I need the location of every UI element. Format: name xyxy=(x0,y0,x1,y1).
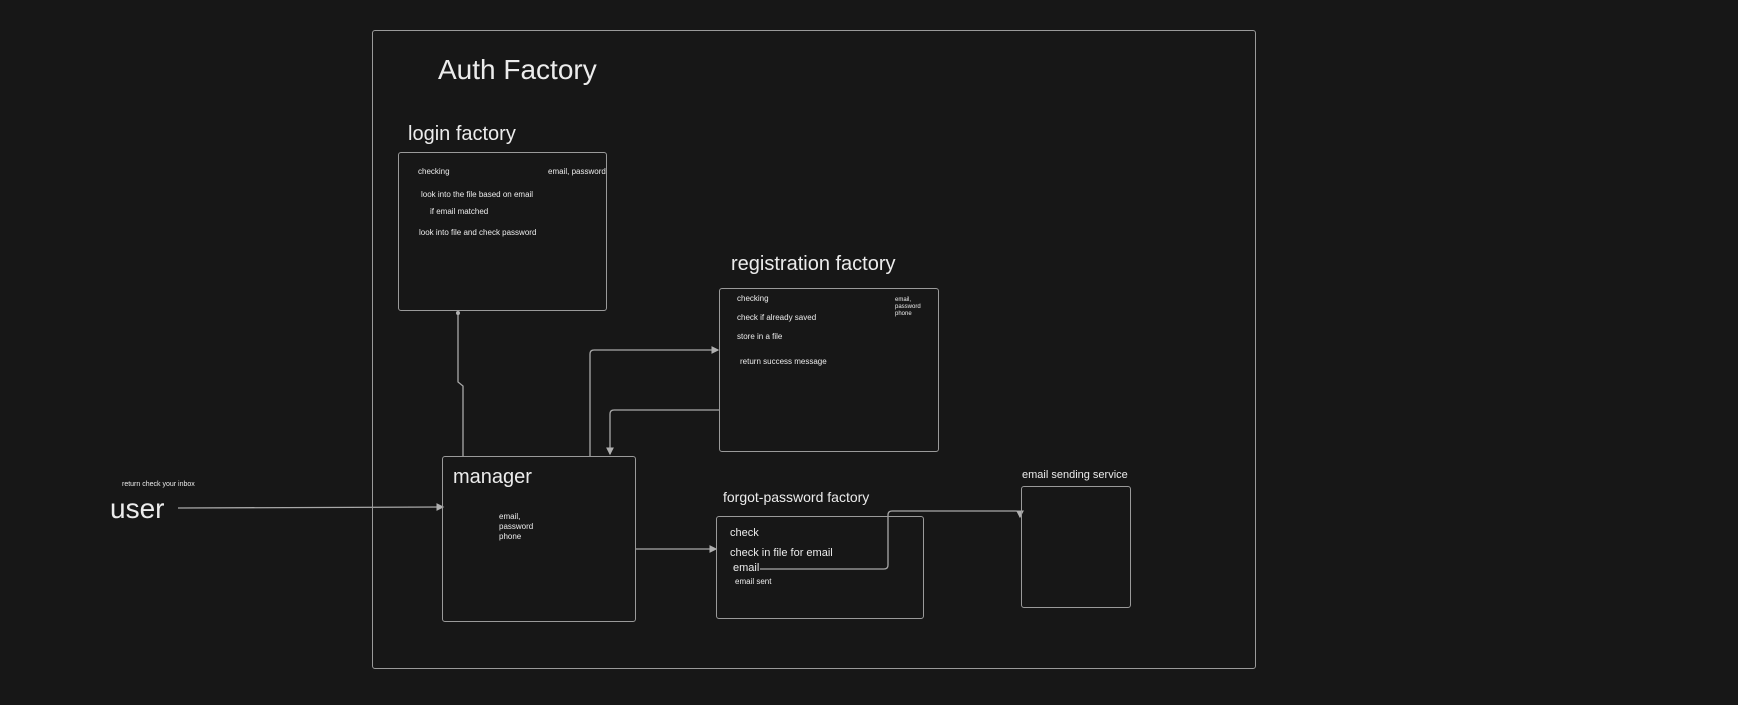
registration-checking-label: checking xyxy=(737,294,769,303)
login-step-check-password: look into file and check password xyxy=(419,228,537,237)
registration-inputs-label: email, password phone xyxy=(895,297,921,317)
registration-factory-box xyxy=(719,288,939,452)
user-to-manager-arrow xyxy=(177,503,445,511)
login-step-email-matched: if email matched xyxy=(430,207,489,216)
forgot-check-label: check xyxy=(730,527,759,539)
manager-to-registration-arrow xyxy=(589,346,720,456)
registration-step-return-success: return success message xyxy=(740,357,827,366)
login-checking-label: checking xyxy=(418,167,450,176)
login-connector-dot xyxy=(456,311,460,315)
registration-factory-title: registration factory xyxy=(731,253,896,275)
login-factory-box xyxy=(398,152,607,311)
email-service-box xyxy=(1021,486,1131,608)
manager-box xyxy=(442,456,636,622)
login-step-lookup-email: look into the file based on email xyxy=(421,190,534,199)
login-inputs-label: email, password xyxy=(548,167,606,176)
email-service-title: email sending service xyxy=(1022,469,1128,481)
login-factory-title: login factory xyxy=(408,123,516,145)
registration-to-manager-arrow xyxy=(606,409,720,456)
forgot-to-email-service-arrow xyxy=(760,510,1024,570)
registration-step-store-file: store in a file xyxy=(737,332,783,341)
forgot-email-label: email xyxy=(733,562,760,574)
forgot-email-sent-label: email sent xyxy=(735,577,772,586)
user-return-note: return check your inbox xyxy=(122,481,195,488)
forgot-step-check-email: check in file for email xyxy=(730,547,833,559)
auth-factory-title: Auth Factory xyxy=(438,54,597,85)
user-label: user xyxy=(110,493,165,524)
forgot-password-factory-title: forgot-password factory xyxy=(723,489,870,505)
registration-step-check-saved: check if already saved xyxy=(737,313,817,322)
manager-inputs-label: email, password phone xyxy=(499,512,534,541)
manager-title: manager xyxy=(453,466,532,488)
forgot-password-factory-box xyxy=(716,516,924,619)
auth-factory-box xyxy=(372,30,1256,669)
manager-to-login-connector xyxy=(457,312,464,456)
